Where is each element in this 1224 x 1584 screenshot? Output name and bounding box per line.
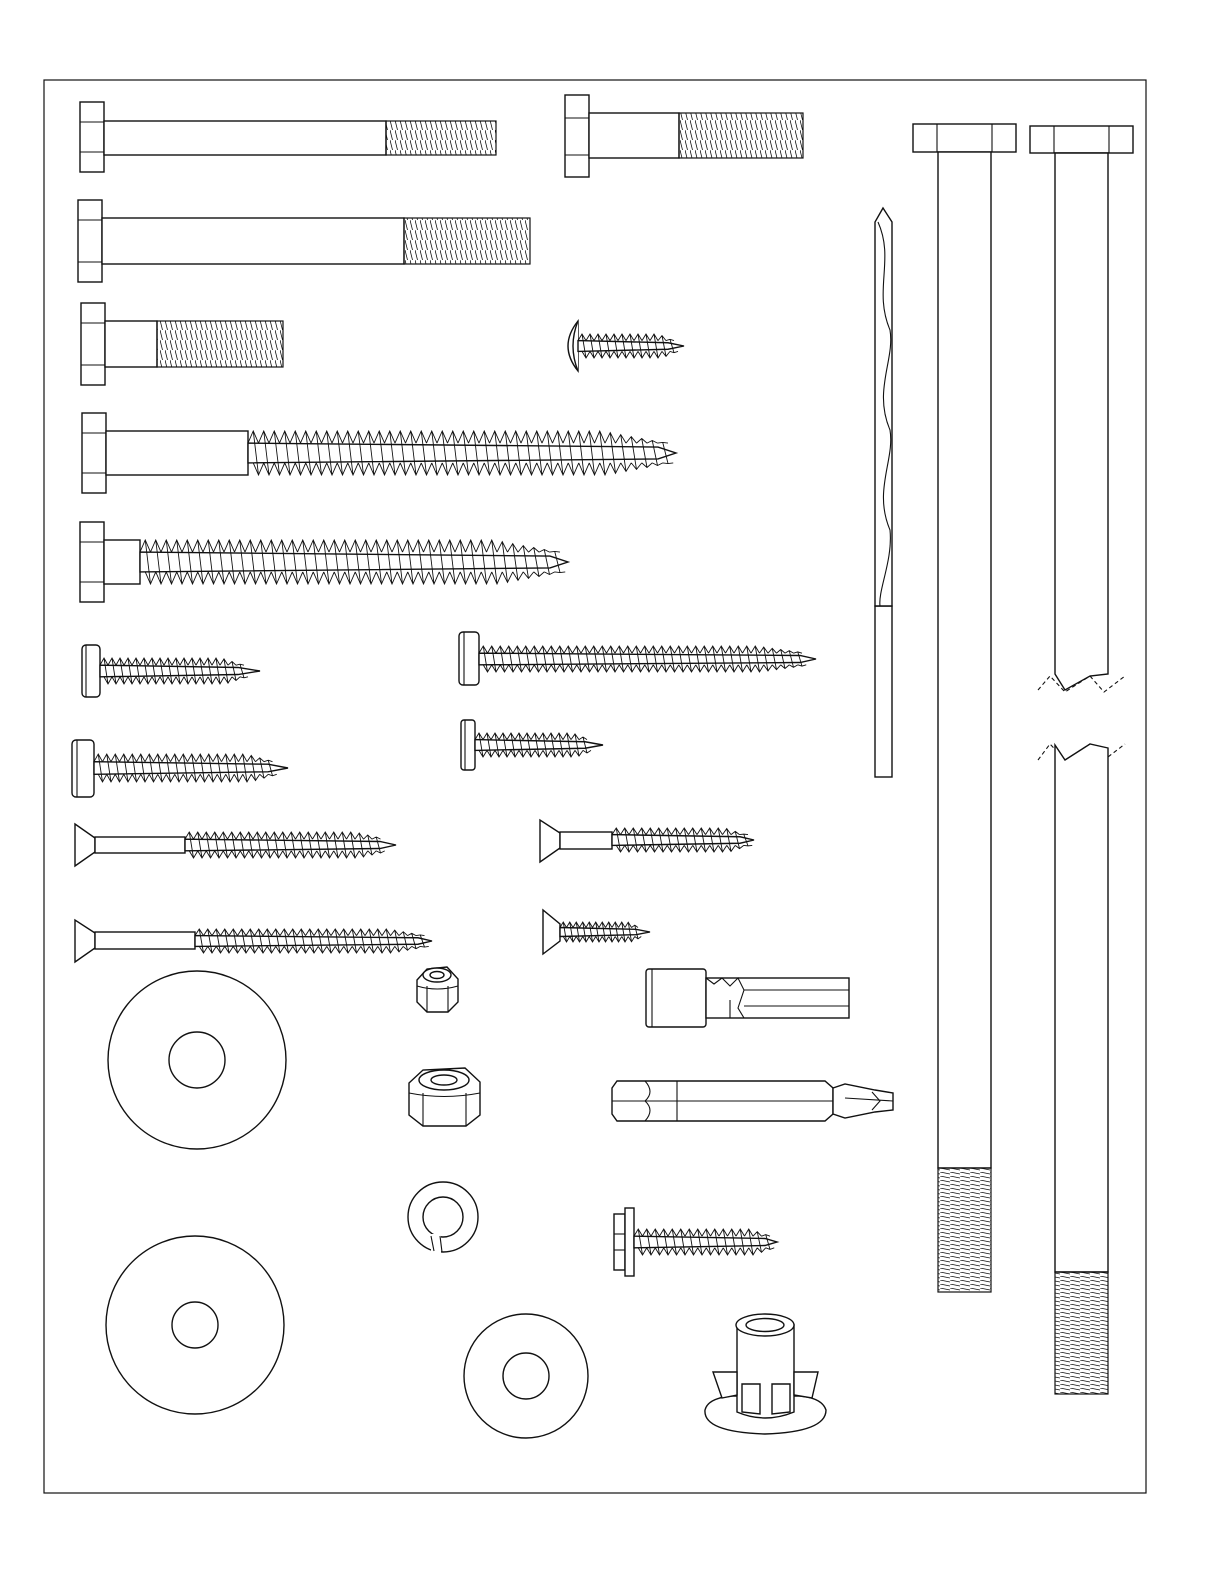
- fender-washer-2: [106, 1236, 284, 1414]
- long-bolt-1: [913, 124, 1016, 1292]
- nylon-lock-nut-large: [409, 1068, 480, 1126]
- pan-head-screw-3: [459, 632, 816, 685]
- hex-bolt-1: [80, 102, 496, 172]
- nylon-lock-nut-small: [417, 967, 458, 1012]
- phillips-driver-bit: [612, 1081, 893, 1121]
- hex-bolt-4: [81, 303, 283, 385]
- long-bolt-2: [1030, 126, 1133, 1394]
- split-lock-washer: [408, 1182, 478, 1254]
- hex-bolt-2: [565, 95, 803, 177]
- pan-head-screw-1: [82, 645, 260, 697]
- hex-washer-head-screw: [614, 1208, 777, 1276]
- pan-head-screw-2: [72, 740, 288, 797]
- torx-socket-bit: [646, 969, 849, 1027]
- tee-nut: [705, 1314, 826, 1434]
- hex-bolt-3: [78, 200, 530, 282]
- flat-head-screw-1: [75, 824, 396, 866]
- flat-head-screw-2: [75, 920, 432, 962]
- flat-washer: [464, 1314, 588, 1438]
- fender-washer-1: [108, 971, 286, 1149]
- flat-head-screw-3: [540, 820, 754, 862]
- lag-screw-2: [80, 522, 568, 602]
- pan-head-screw-4: [461, 720, 603, 770]
- drill-bit: [875, 208, 892, 777]
- lag-screw-1: [82, 413, 676, 493]
- flat-head-screw-4: [543, 910, 650, 954]
- truss-head-screw: [568, 321, 684, 371]
